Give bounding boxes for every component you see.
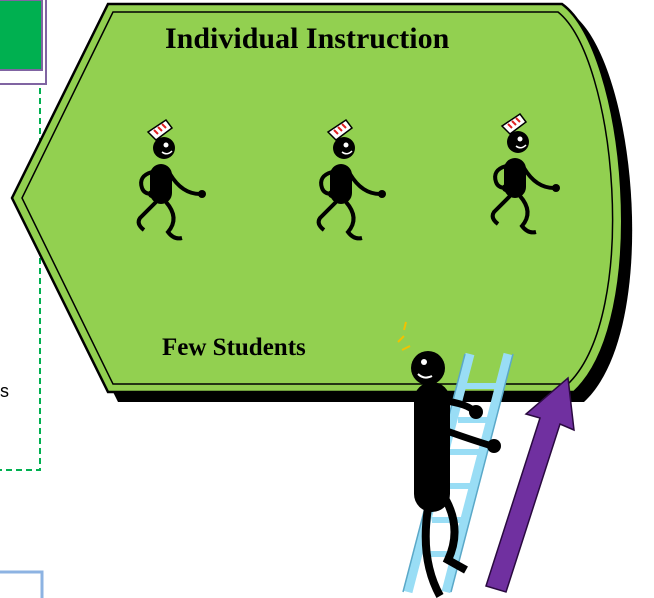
panel-caption: Few Students	[162, 334, 306, 361]
left-green-tab	[0, 0, 43, 71]
instruction-panel	[10, 2, 633, 402]
upward-arrow-icon	[485, 376, 575, 593]
climbing-student-icon	[397, 321, 501, 598]
left-dashed-border	[0, 88, 41, 471]
bottom-tab	[0, 570, 44, 598]
left-panel-cut-text: s	[0, 381, 9, 401]
panel-title: Individual Instruction	[165, 22, 450, 55]
left-panel-outline	[0, 0, 47, 85]
left-panel-fragment	[0, 0, 47, 598]
